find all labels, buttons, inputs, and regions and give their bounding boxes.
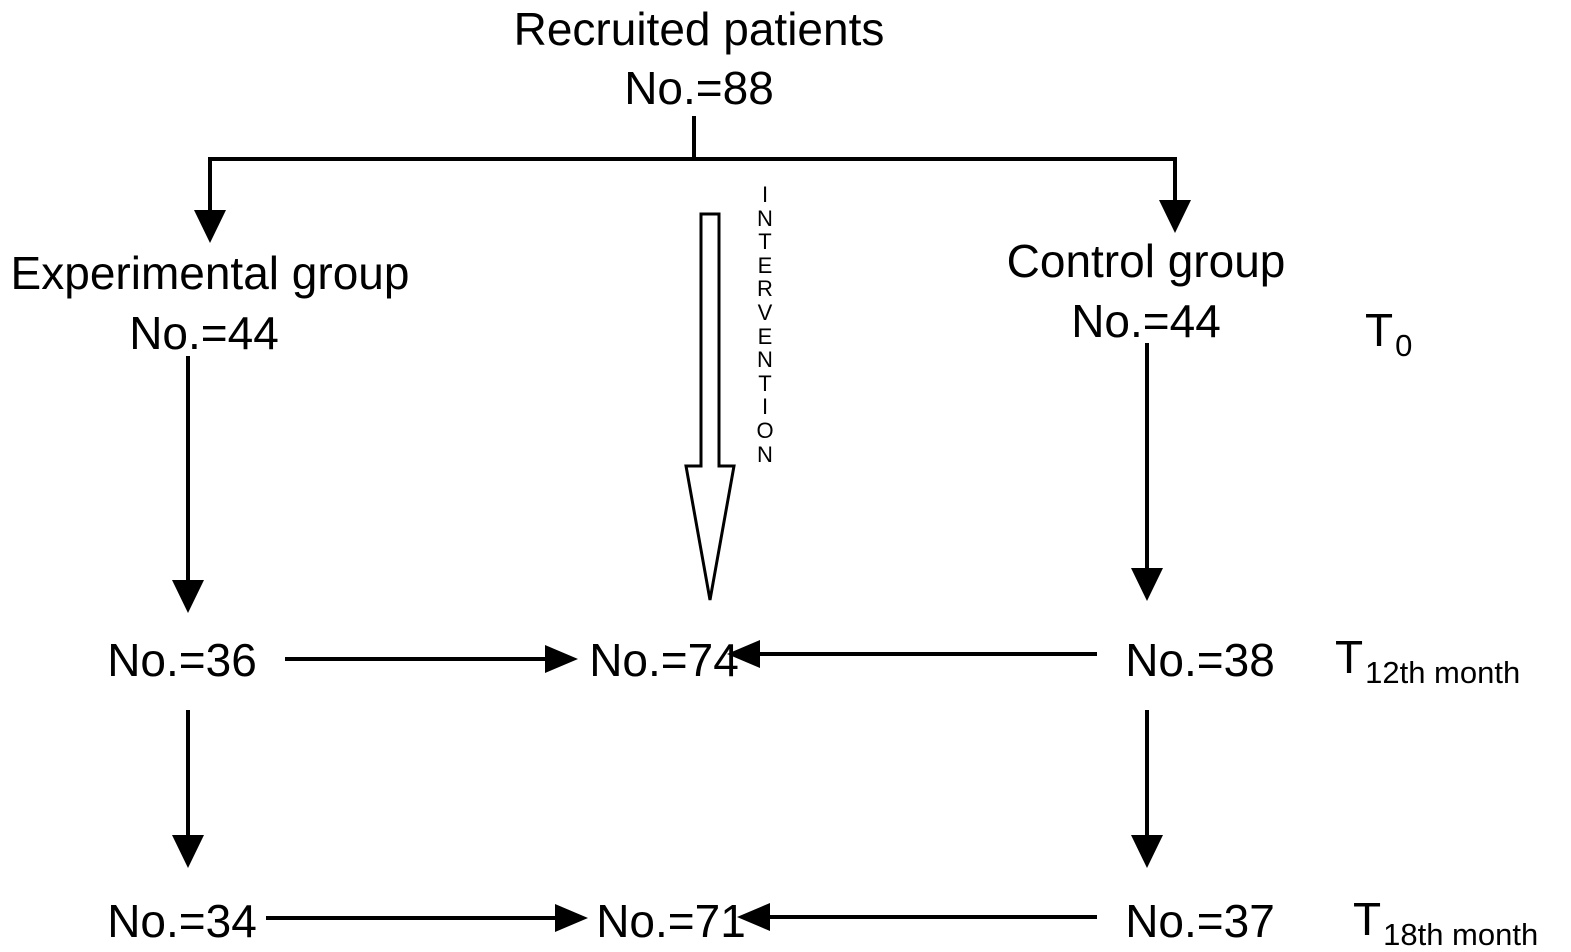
timepoint-t12-sub: 12th month xyxy=(1365,655,1521,690)
arrowhead-t18-from-left xyxy=(555,904,588,932)
intervention-letter: I xyxy=(761,182,769,207)
intervention-letter: R xyxy=(757,276,773,302)
arrowhead-t12-from-left xyxy=(545,645,578,673)
recruited-count: No.=88 xyxy=(624,62,774,114)
intervention-letter: V xyxy=(757,299,773,325)
arrowhead-t12-from-right xyxy=(727,640,760,668)
combined-t18-count: No.=71 xyxy=(596,895,746,947)
timepoint-t0-main: T xyxy=(1365,304,1394,356)
timepoint-t0-sub: 0 xyxy=(1395,328,1413,363)
intervention-letter: T xyxy=(758,229,772,255)
intervention-letter: N xyxy=(757,347,773,373)
experimental-t12-count: No.=36 xyxy=(107,634,257,686)
experimental-t18-count: No.=34 xyxy=(107,895,257,947)
timepoint-t18-sub: 18th month xyxy=(1383,917,1539,952)
intervention-letter: N xyxy=(757,441,773,467)
intervention-letter: I xyxy=(761,394,769,420)
arrowhead-ctrl-t18 xyxy=(1131,835,1163,868)
timepoint-t0: T0 xyxy=(1365,304,1412,361)
recruited-title: Recruited patients xyxy=(513,3,885,55)
intervention-hollow-arrow xyxy=(684,212,736,601)
control-t0-count: No.=44 xyxy=(1071,295,1221,347)
arrowhead-exp-t18 xyxy=(172,835,204,868)
intervention-letter: T xyxy=(758,370,772,396)
combined-t12-count: No.=74 xyxy=(589,634,739,686)
control-group-title: Control group xyxy=(1006,235,1286,287)
control-t12-count: No.=38 xyxy=(1125,634,1275,686)
timepoint-t12: T12th month xyxy=(1335,631,1520,688)
experimental-group-title: Experimental group xyxy=(10,247,410,299)
arrowhead-to-experimental xyxy=(194,210,226,243)
timepoint-t18: T18th month xyxy=(1353,893,1538,950)
intervention-letter: E xyxy=(757,252,773,278)
intervention-letter: N xyxy=(757,205,773,231)
arrowhead-t18-from-right xyxy=(737,903,770,931)
control-t18-count: No.=37 xyxy=(1125,895,1275,947)
arrowhead-to-control xyxy=(1159,200,1191,233)
arrowhead-ctrl-t12 xyxy=(1131,568,1163,601)
timepoint-t18-main: T xyxy=(1353,893,1382,945)
intervention-letter: O xyxy=(756,417,774,443)
timepoint-t12-main: T xyxy=(1335,631,1364,683)
arrowhead-exp-t12 xyxy=(172,580,204,613)
intervention-letter: E xyxy=(757,323,773,349)
experimental-t0-count: No.=44 xyxy=(129,307,279,359)
